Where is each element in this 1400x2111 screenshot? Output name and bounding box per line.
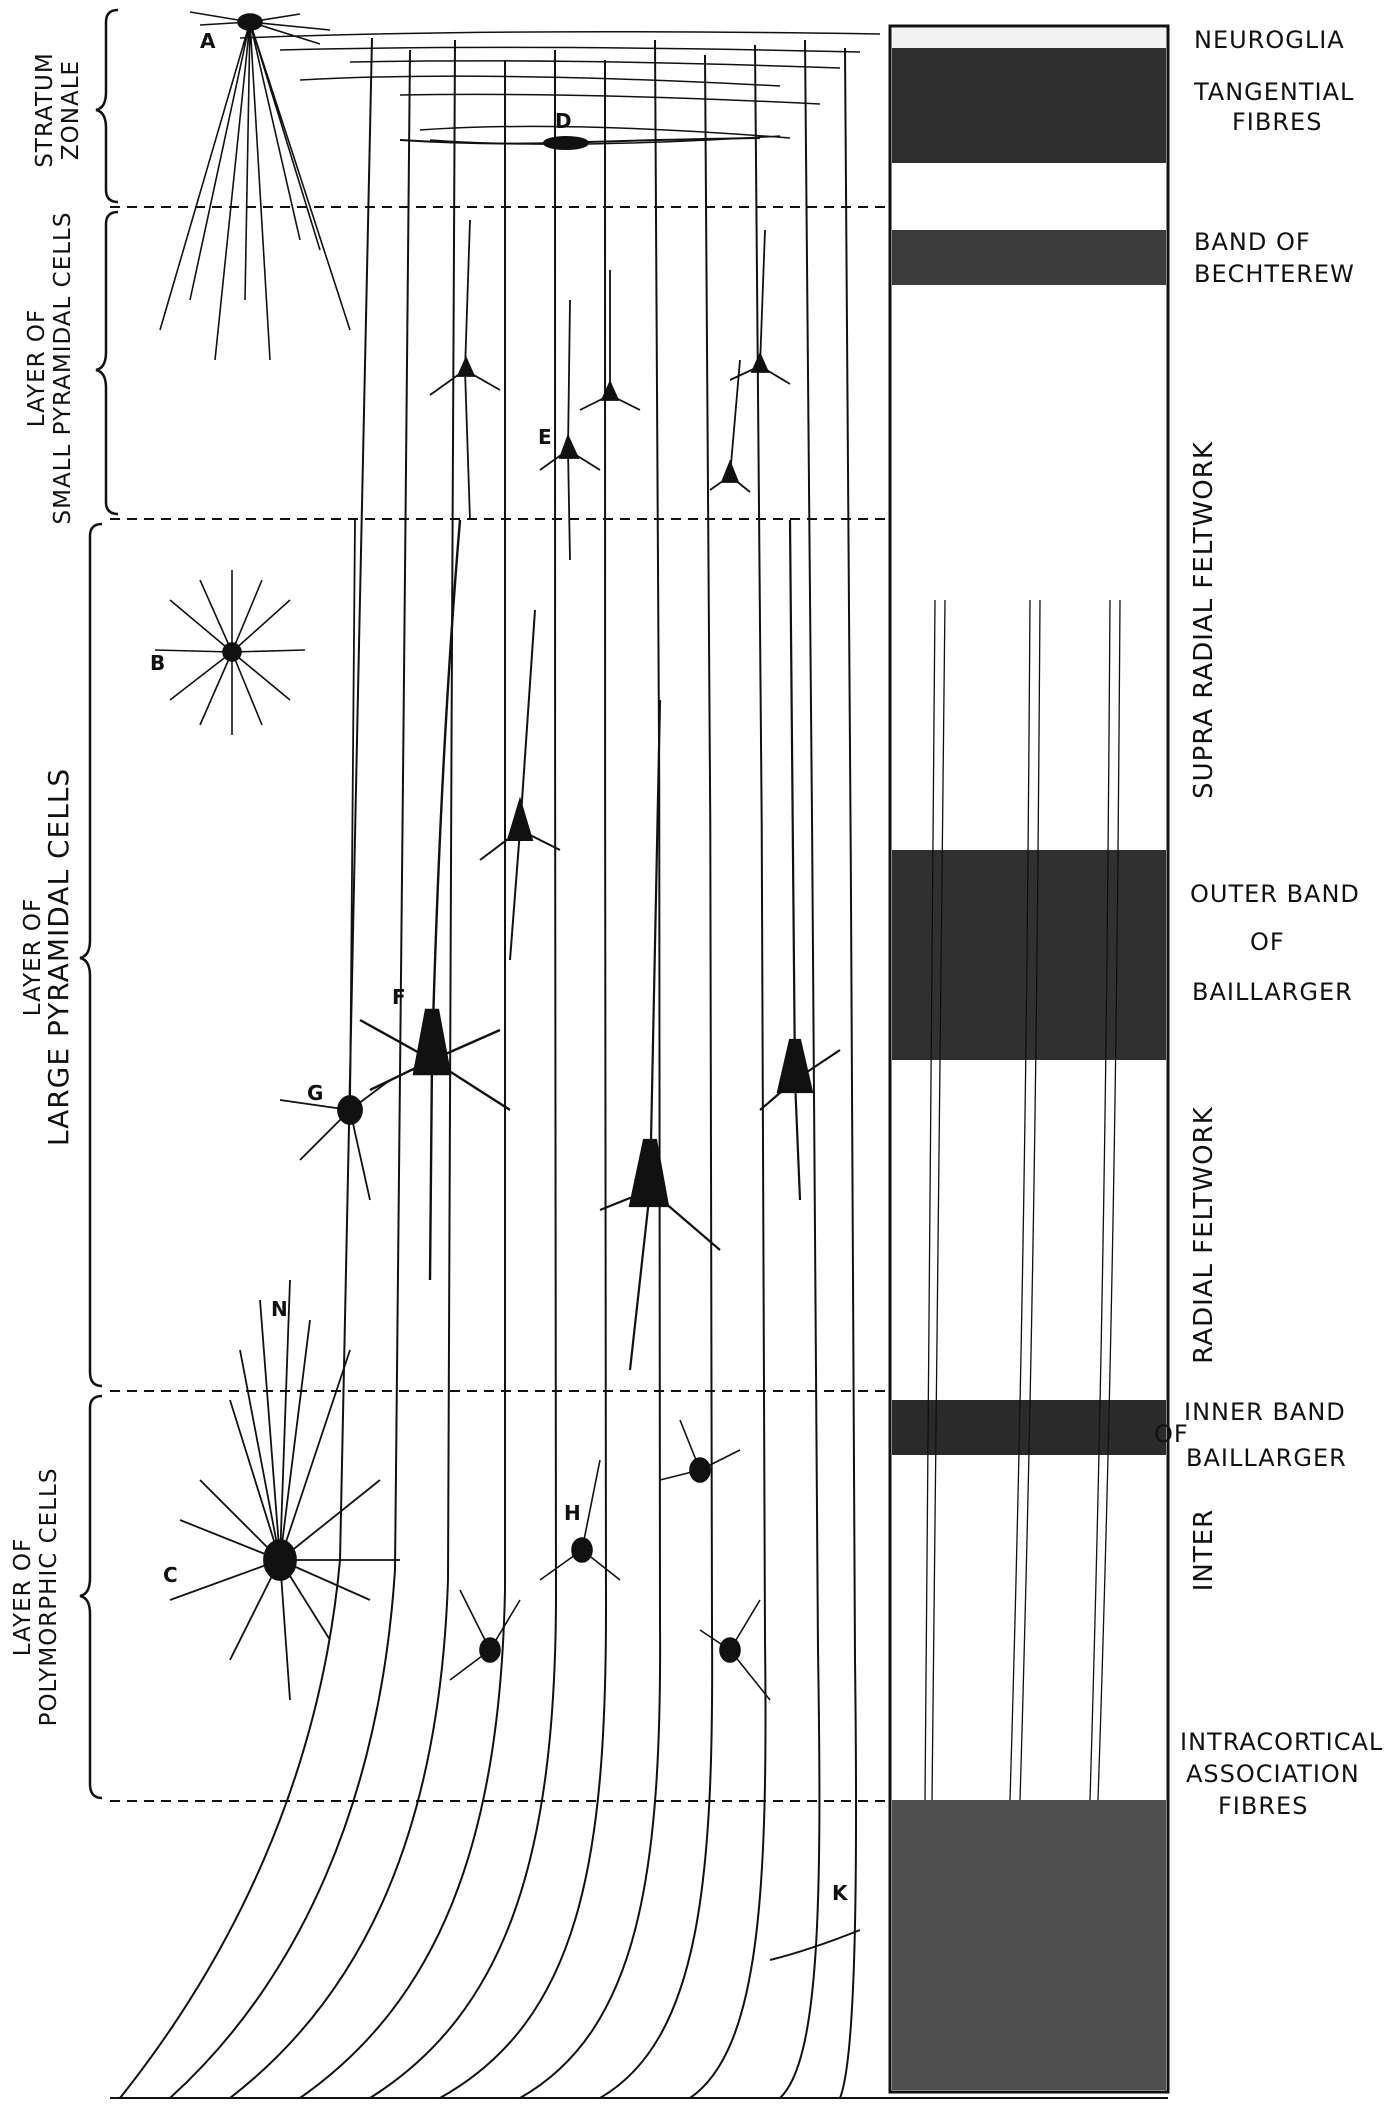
large-pyramidal-cell-right — [599, 699, 721, 1371]
layer-label-large-pyramidal-2: LARGE PYRAMIDAL CELLS — [42, 768, 75, 1146]
cell-label-b: B — [150, 651, 165, 675]
layer-label-stratum-zonale-2: ZONALE — [58, 60, 84, 160]
label-radial-feltwork: RADIAL FELTWORK — [1189, 1106, 1219, 1363]
label-intracortical-2: ASSOCIATION — [1186, 1760, 1360, 1788]
pyramidal-cell-right-2 — [759, 519, 841, 1201]
layer-label-large-pyramidal-1: LAYER OF — [20, 898, 46, 1017]
label-inner-baillarger-3: BAILLARGER — [1186, 1444, 1347, 1472]
cell-labels: A B C D E F G H K N — [150, 29, 849, 1905]
cell-label-e: E — [538, 425, 552, 449]
label-intracortical-3: FIBRES — [1218, 1792, 1308, 1820]
layer-braces — [79, 8, 119, 1800]
label-intracortical-1: INTRACORTICAL — [1180, 1728, 1383, 1756]
cell-label-h: H — [564, 1501, 581, 1525]
cell-b — [154, 570, 306, 735]
cell-label-a: A — [200, 29, 216, 53]
cell-g — [279, 519, 391, 1201]
right-labels: NEUROGLIA TANGENTIAL FIBRES BAND OF BECH… — [1154, 26, 1383, 1820]
label-bechterew-2: BECHTEREW — [1194, 260, 1355, 288]
cell-label-f: F — [392, 985, 406, 1009]
cell-label-d: D — [555, 109, 572, 133]
label-inner-baillarger-1: INNER BAND — [1184, 1398, 1346, 1426]
cell-d — [399, 136, 761, 150]
label-outer-baillarger-1: OUTER BAND — [1190, 880, 1360, 908]
layer-label-stratum-zonale-1: STRATUM — [32, 52, 58, 167]
cell-label-k: K — [832, 1881, 849, 1905]
label-outer-baillarger-3: BAILLARGER — [1192, 978, 1353, 1006]
cell-f — [359, 519, 511, 1281]
layer-labels: STRATUM ZONALE LAYER OF SMALL PYRAMIDAL … — [10, 52, 84, 1726]
layer-boundaries — [110, 206, 890, 1802]
label-tangential-fibres-2: FIBRES — [1232, 108, 1322, 136]
label-tangential-fibres-1: TANGENTIAL — [1193, 78, 1354, 106]
fibre-k-branch — [769, 1929, 861, 1961]
layer-label-polymorphic-1: LAYER OF — [10, 1538, 36, 1657]
label-bechterew-1: BAND OF — [1194, 228, 1311, 256]
polymorphic-cells — [449, 1419, 771, 1701]
small-pyramidal-cells — [429, 219, 791, 561]
radial-fibres — [119, 37, 858, 2099]
cell-a — [159, 11, 351, 361]
label-inter: INTER — [1189, 1509, 1219, 1592]
cell-label-g: G — [307, 1081, 323, 1105]
label-neuroglia: NEUROGLIA — [1194, 26, 1345, 54]
cell-label-c: C — [163, 1563, 178, 1587]
label-supra-radial-feltwork: SUPRA RADIAL FELTWORK — [1189, 441, 1219, 799]
layer-label-small-pyramidal-2: SMALL PYRAMIDAL CELLS — [50, 212, 76, 525]
cell-label-n: N — [271, 1297, 288, 1321]
label-outer-baillarger-2: OF — [1250, 928, 1285, 956]
layer-label-small-pyramidal-1: LAYER OF — [24, 309, 50, 428]
layer-label-polymorphic-2: POLYMORPHIC CELLS — [36, 1468, 62, 1727]
cell-c — [169, 1279, 400, 1701]
label-inner-baillarger-2: OF — [1154, 1420, 1189, 1448]
medium-pyramidal-cell — [479, 609, 561, 961]
